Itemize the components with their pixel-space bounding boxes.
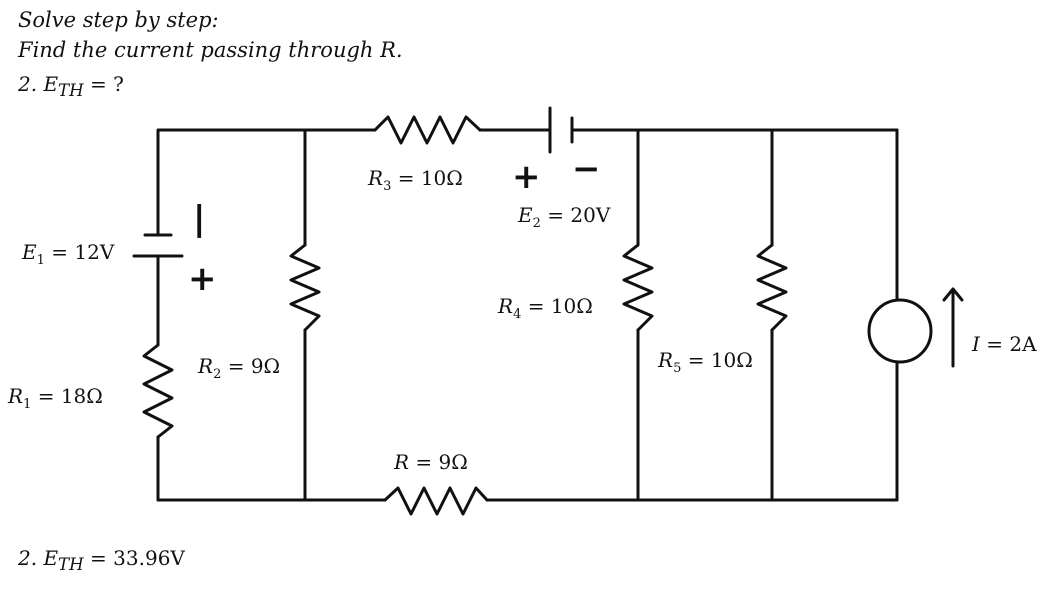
resistor-r	[383, 486, 489, 516]
question-statement: Find the current passing through R.	[18, 38, 403, 62]
e1-plus-sign: +	[188, 259, 217, 299]
label-r: R = 9Ω	[394, 450, 468, 474]
e2-minus-sign: −	[572, 149, 601, 189]
answer-eth: 2. ETH = 33.96V	[18, 546, 185, 574]
resistor-r4	[622, 243, 654, 332]
label-r4: R4 = 10Ω	[498, 294, 593, 322]
label-r3: R3 = 10Ω	[368, 166, 463, 194]
question-eth-prefix: 2. E	[18, 72, 59, 96]
label-current-source: I = 2A	[972, 332, 1037, 356]
question-instruction: Solve step by step:	[18, 8, 219, 32]
current-arrow-head	[942, 287, 964, 302]
label-r5: R5 = 10Ω	[658, 348, 753, 376]
label-e1: E1 = 12V	[22, 240, 115, 268]
label-r1: R1 = 18Ω	[8, 384, 103, 412]
e1-minus-mark: |	[193, 199, 206, 239]
resistor-r5	[756, 243, 788, 332]
resistor-r1	[142, 343, 174, 439]
answer-eth-sub: TH	[58, 555, 84, 574]
answer-eth-value: 33.96V	[113, 546, 185, 570]
resistor-r3	[373, 115, 482, 145]
question-eth-suffix: = ?	[83, 72, 124, 96]
answer-eth-prefix: 2. E	[18, 546, 59, 570]
label-e2: E2 = 20V	[518, 203, 611, 231]
answer-eth-eq: =	[83, 546, 114, 570]
question-eth: 2. ETH = ?	[18, 72, 124, 100]
wire-top-left	[156, 128, 377, 235]
question-eth-sub: TH	[58, 81, 84, 100]
current-source	[867, 298, 933, 364]
resistor-r2	[289, 243, 321, 332]
label-r2: R2 = 9Ω	[198, 354, 281, 382]
e2-plus-sign: +	[512, 157, 541, 197]
